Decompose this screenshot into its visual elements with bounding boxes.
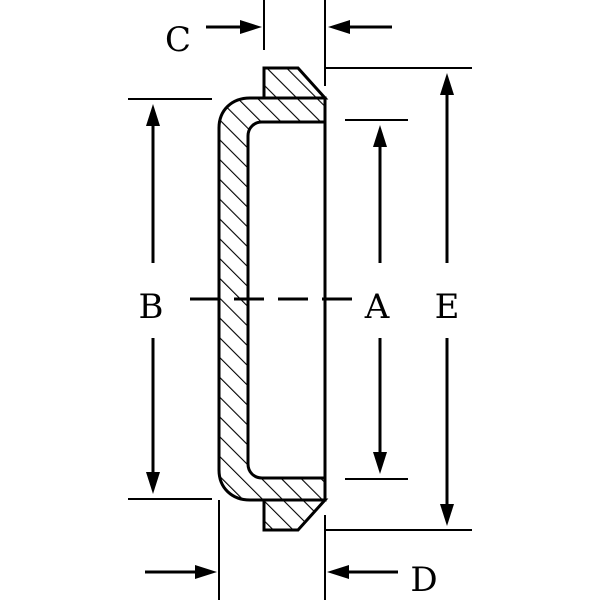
label-b: B [139,287,164,327]
dimension-b: B [139,104,164,494]
cup-wall [217,96,327,502]
extension-lines [128,0,472,600]
label-a: A [364,287,390,327]
label-c: C [165,20,191,60]
dimension-e: E [435,73,460,526]
label-d: D [410,560,437,600]
dimension-a: A [364,125,390,474]
top-flange [262,66,329,100]
dimension-d: D [145,560,438,600]
part-cross-section [217,66,329,532]
dimension-c: C [165,20,392,60]
bottom-flange [262,498,329,532]
label-e: E [435,287,460,327]
